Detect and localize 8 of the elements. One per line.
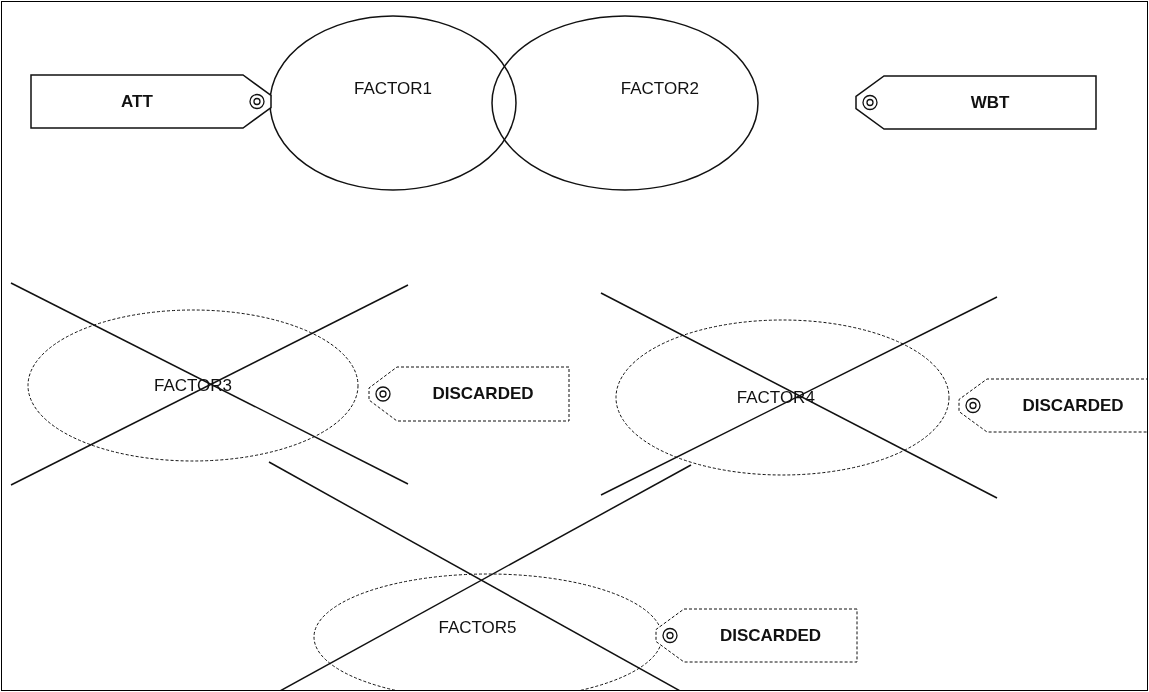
factor-label: FACTOR1 [353,78,433,99]
tag-label: ATT [121,91,153,112]
tag-label: DISCARDED [1022,395,1124,416]
factor-label: FACTOR5 [438,618,517,639]
tag-label: DISCARDED [719,625,822,646]
tag-label: DISCARDED [432,384,534,404]
tag-label: WBT [970,92,1010,113]
factor-label: FACTOR2 [620,78,699,99]
